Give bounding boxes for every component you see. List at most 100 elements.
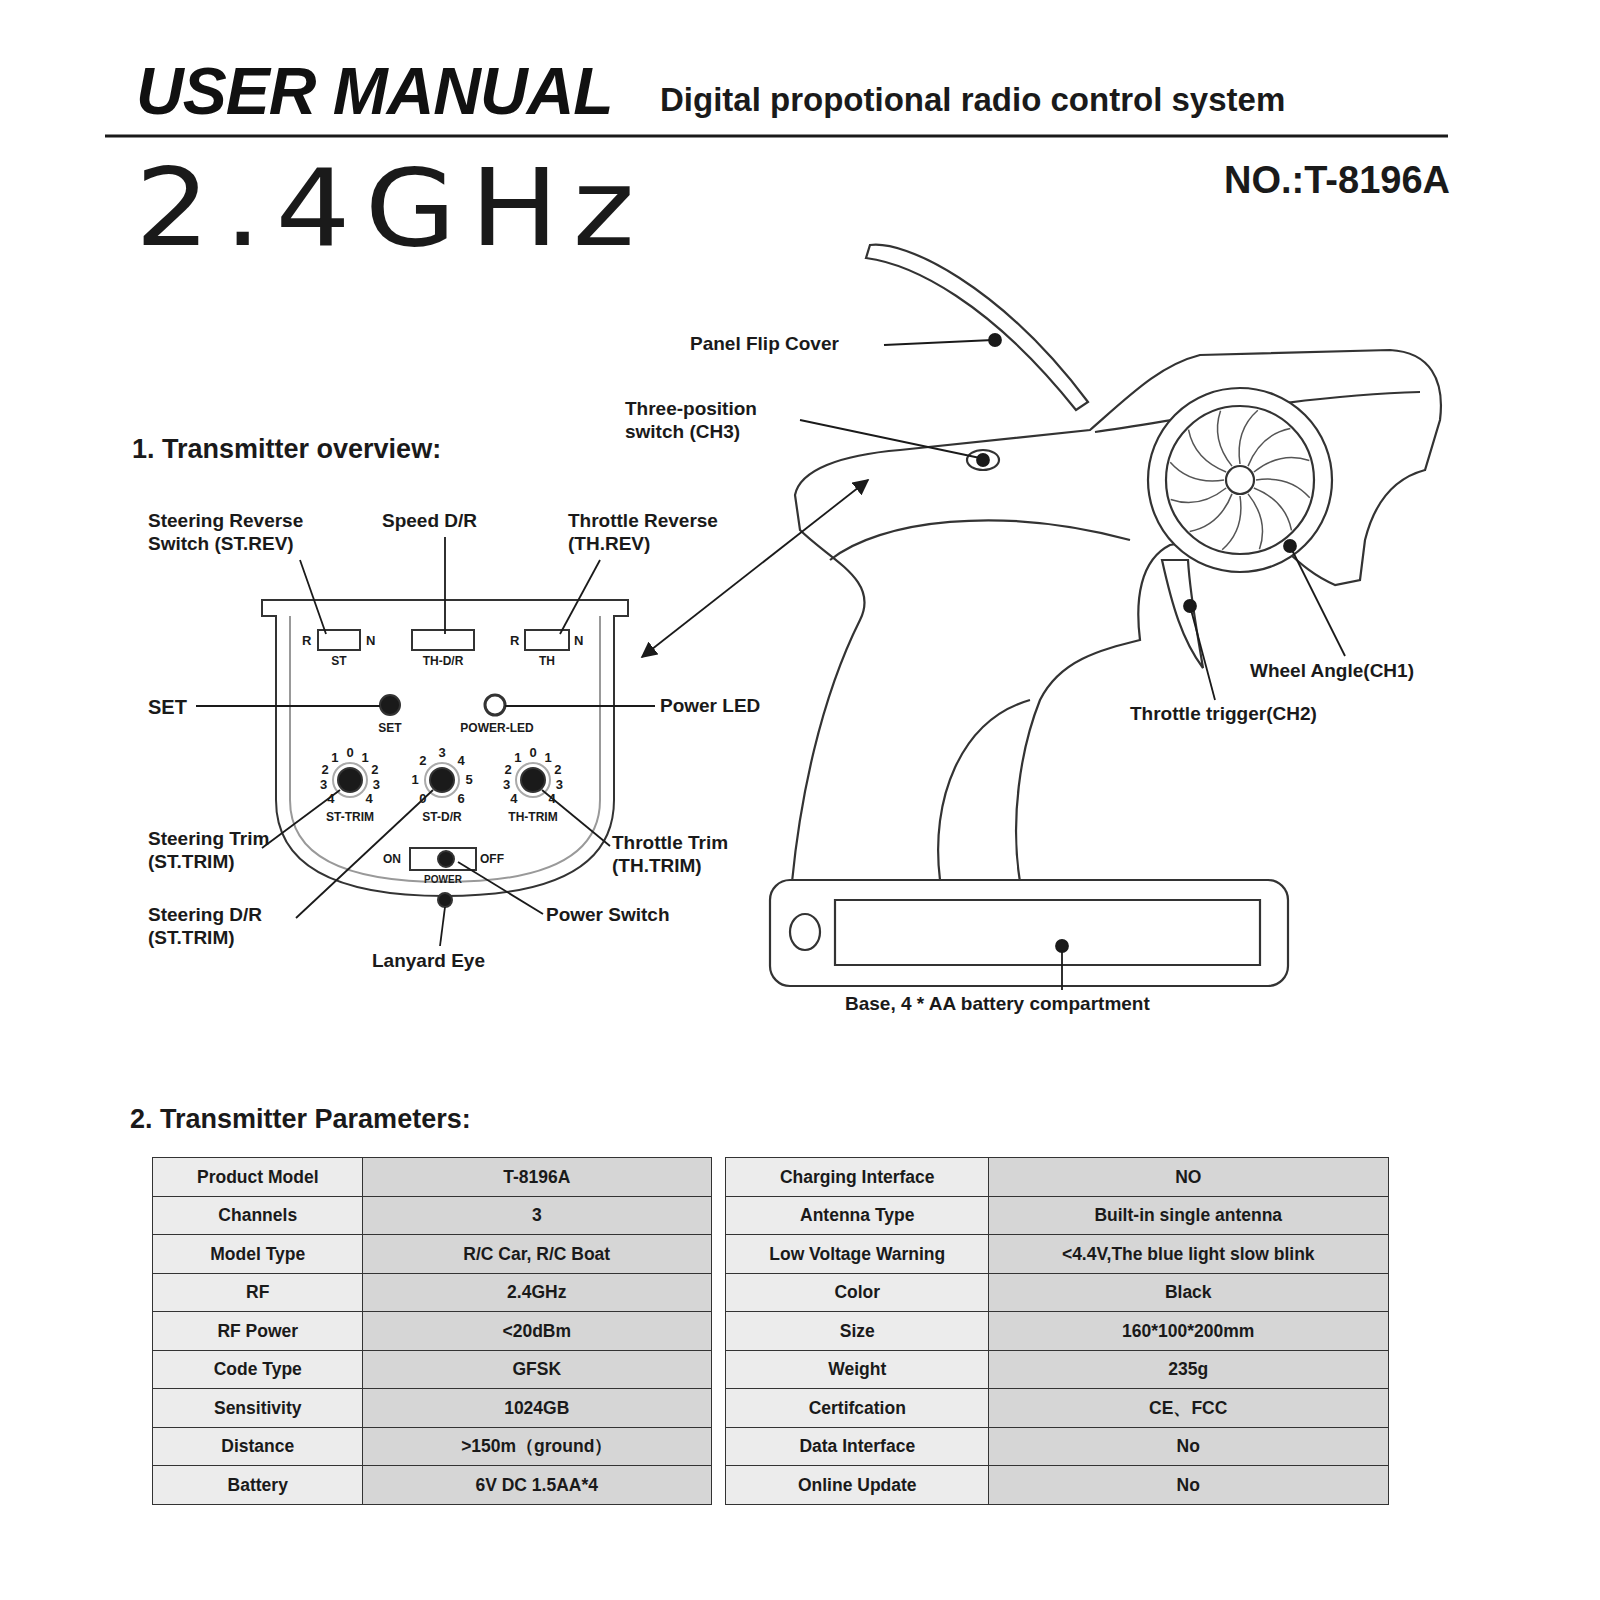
table-key-cell: Code Type [152, 1350, 364, 1390]
control-panel [262, 600, 628, 907]
callout-label: Power LED [660, 695, 760, 718]
callout-label: Panel Flip Cover [690, 333, 839, 356]
table-value-cell: 2.4GHz [362, 1273, 712, 1313]
switch-mark: R [510, 633, 519, 649]
leader-lines [642, 334, 1345, 990]
wheel-hub [1226, 466, 1254, 494]
wheel-spoke [1256, 479, 1310, 498]
base-button [790, 914, 820, 950]
table-value-cell: 160*100*200mm [988, 1311, 1389, 1351]
table-key-cell: Battery [152, 1465, 364, 1505]
battery-base [770, 880, 1288, 986]
table-key-cell: Sensitivity [152, 1388, 364, 1428]
table-key-cell: Size [725, 1311, 990, 1351]
dial-number: 0 [523, 745, 543, 761]
table-value-cell: 3 [362, 1196, 712, 1236]
subtitle: Digital propotional radio control system [660, 80, 1285, 120]
callout-label: Throttle trigger(CH2) [1130, 703, 1317, 726]
table-key-cell: Charging Interface [725, 1157, 990, 1197]
switch-name: ST [319, 654, 359, 668]
table-value-cell: CE、FCC [988, 1388, 1389, 1428]
table-value-cell: <20dBm [362, 1311, 712, 1351]
table-value-cell: R/C Car, R/C Boat [362, 1234, 712, 1274]
dial-number: 4 [504, 791, 524, 807]
dial-number: 1 [325, 750, 345, 766]
dial-number: 2 [413, 753, 433, 769]
callout-label: Three-position switch (CH3) [625, 398, 803, 444]
grip-panel [938, 700, 1030, 880]
section-heading: 2. Transmitter Parameters: [130, 1103, 471, 1135]
wheel-spoke [1254, 488, 1292, 530]
callout-label: SET [148, 695, 187, 719]
dial-name: ST-D/R [407, 810, 477, 824]
callout-label: Wheel Angle(CH1) [1250, 660, 1414, 683]
panel-leader-lines [196, 537, 655, 946]
panel-text: ON [383, 852, 401, 866]
callout-label: Speed D/R [382, 510, 477, 533]
switch-mark: R [302, 633, 311, 649]
panel-text: POWER [413, 874, 473, 886]
dial-number: 3 [366, 777, 386, 793]
wheel-spoke [1248, 494, 1263, 549]
panel-text: SET [370, 721, 410, 735]
panel-text: POWER-LED [457, 721, 537, 735]
steering-wheel-rim [1166, 406, 1314, 554]
dial-number: 4 [359, 791, 379, 807]
table-value-cell: T-8196A [362, 1157, 712, 1197]
table-value-cell: Built-in single antenna [988, 1196, 1389, 1236]
table-key-cell: Low Voltage Warning [725, 1234, 990, 1274]
dial-number: 4 [321, 791, 341, 807]
table-value-cell: 6V DC 1.5AA*4 [362, 1465, 712, 1505]
table-key-cell: Color [725, 1273, 990, 1313]
wheel-spoke [1188, 430, 1226, 472]
table-value-cell: No [988, 1427, 1389, 1467]
model-number: NO.:T-8196A [1100, 158, 1450, 204]
dial-number: 1 [508, 750, 528, 766]
dial-number: 3 [314, 777, 334, 793]
dial-name: ST-TRIM [310, 810, 390, 824]
dial-number: 2 [365, 762, 385, 778]
three-position-switch [967, 450, 999, 470]
table-value-cell: GFSK [362, 1350, 712, 1390]
table-value-cell: 1024GB [362, 1388, 712, 1428]
section-heading: 1. Transmitter overview: [132, 433, 441, 465]
wheel-spoke [1171, 488, 1226, 503]
callout-label: Throttle Reverse (TH.REV) [568, 510, 773, 556]
wheel-spoke [1222, 496, 1241, 550]
switch-mark: N [574, 633, 583, 649]
table-value-cell: <4.4V,The blue light slow blink [988, 1234, 1389, 1274]
callout-label: Steering Reverse Switch (ST.REV) [148, 510, 353, 556]
table-value-cell: No [988, 1465, 1389, 1505]
dial-number: 4 [451, 753, 471, 769]
wheel-spoke [1254, 457, 1309, 472]
wheel-spokes [1170, 410, 1310, 550]
wheel-spoke [1217, 411, 1232, 466]
table-key-cell: Online Update [725, 1465, 990, 1505]
table-key-cell: Data Interface [725, 1427, 990, 1467]
dial-number: 5 [459, 772, 479, 788]
flip-cover [866, 245, 1088, 410]
transmitter-body [792, 350, 1441, 882]
callout-label: Lanyard Eye [372, 950, 485, 973]
dial-number: 3 [549, 777, 569, 793]
dial-name: TH-TRIM [493, 810, 573, 824]
switch-name: TH-D/R [408, 654, 478, 668]
page-title: USER MANUAL [136, 52, 613, 131]
dial-number: 3 [432, 745, 452, 761]
transmitter-drawing [770, 245, 1441, 986]
body-ridge [830, 520, 1130, 560]
wheel-spoke [1190, 494, 1232, 532]
frequency-logo: 2.4GHz [135, 150, 649, 267]
switch-name: TH [527, 654, 567, 668]
callout-label: Steering Trim (ST.TRIM) [148, 828, 323, 874]
dial-number: 1 [405, 772, 425, 788]
dial-number: 3 [497, 777, 517, 793]
table-key-cell: Weight [725, 1350, 990, 1390]
table-key-cell: RF [152, 1273, 364, 1313]
throttle-trigger [1162, 560, 1203, 668]
dial-number: 0 [413, 791, 433, 807]
callout-label: Base, 4 * AA battery compartment [845, 993, 1150, 1016]
dial-number: 6 [451, 791, 471, 807]
table-value-cell: 235g [988, 1350, 1389, 1390]
